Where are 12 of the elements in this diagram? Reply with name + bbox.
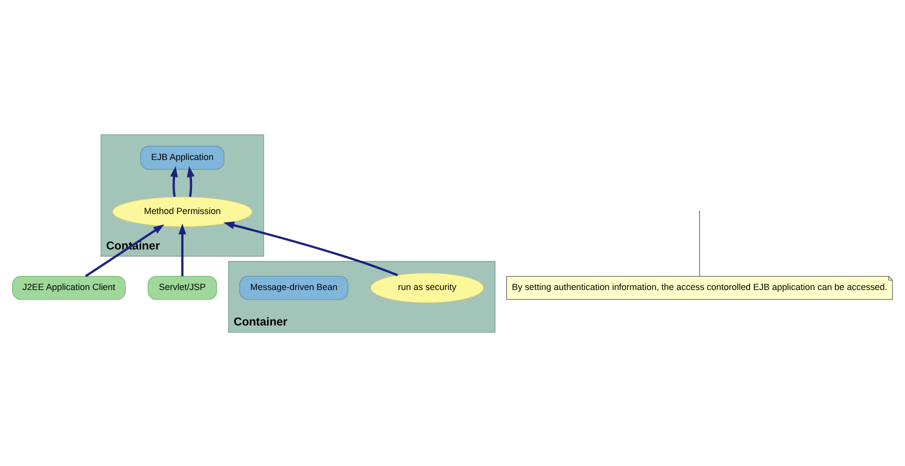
connector	[699, 212, 700, 276]
node-ellipse: Method Permission	[112, 196, 252, 226]
node-box: Servlet/JSP	[148, 276, 217, 300]
node-box: Message-driven Bean	[239, 276, 348, 300]
node-ellipse: run as security	[370, 272, 484, 303]
arrow	[170, 166, 178, 196]
arrow	[178, 222, 186, 276]
arrow	[85, 224, 164, 277]
node-box: J2EE Application Client	[12, 276, 126, 300]
arrow	[223, 221, 398, 276]
arrow	[186, 166, 194, 196]
node-box: EJB Application	[140, 145, 224, 170]
